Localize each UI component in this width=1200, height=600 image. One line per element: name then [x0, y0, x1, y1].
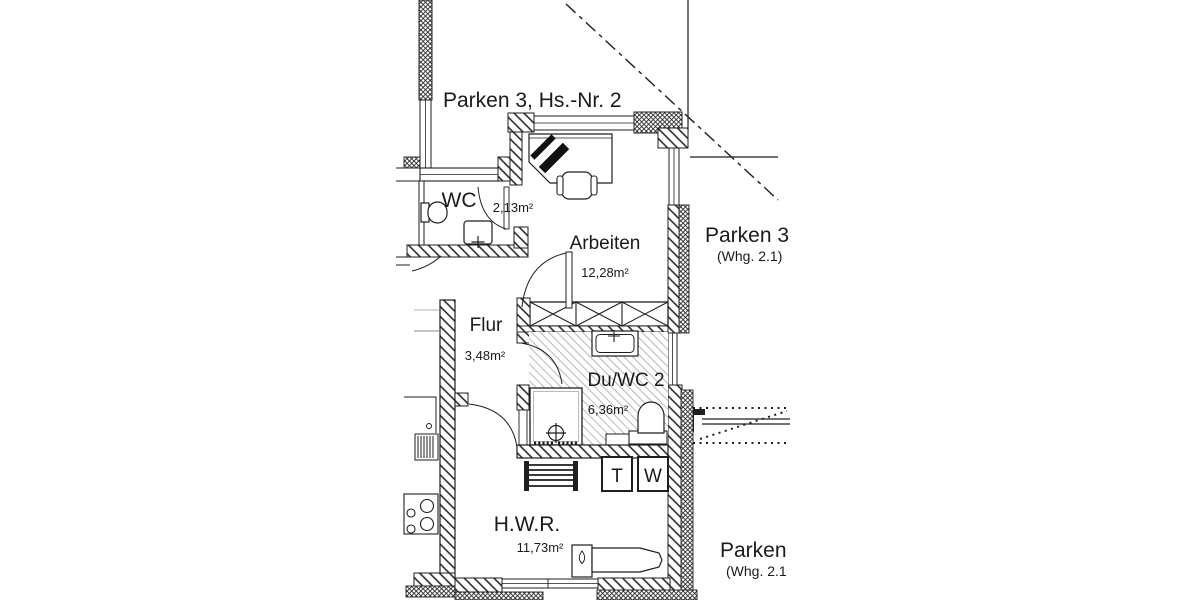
closet-x-pattern: [529, 301, 669, 327]
door-leaf: [503, 186, 510, 230]
closet-dividers: [575, 302, 623, 326]
utility-sink-icon: [571, 544, 593, 578]
counter-edge: [404, 396, 437, 433]
carport-dotted-diagonal: [699, 410, 788, 440]
keyboard-icon: [538, 142, 570, 174]
room-hwr: [405, 392, 698, 600]
wall-segment: [507, 112, 535, 133]
door-swing-arc: [477, 186, 507, 230]
sink-faucet-cross: [471, 236, 485, 248]
room-label-flur: Flur: [470, 315, 503, 336]
chair-armrest: [590, 175, 598, 196]
wall-segment: [667, 384, 683, 600]
toilet-icon: [427, 201, 448, 224]
toilet-icon: [637, 401, 665, 434]
shower-drain-cross: [546, 423, 566, 443]
wall-segment: [516, 297, 531, 344]
arbeiten-furniture: [528, 133, 613, 200]
wall-segment: [413, 572, 456, 587]
sink-faucet-cross: [608, 330, 620, 342]
wall-segment: [405, 585, 456, 598]
wall-segment: [657, 127, 689, 149]
room-area-duwc2: 6,36m²: [588, 402, 629, 417]
exterior-wall-top-left: [396, 0, 520, 182]
wall-segment: [667, 204, 681, 334]
door-jamb: [454, 392, 469, 407]
room-label-wc: WC: [442, 189, 477, 212]
wall-segment: [418, 0, 433, 101]
utility-sink-drop: [578, 550, 586, 565]
ironing-board-icon: [591, 547, 663, 573]
room-label-hwr: H.W.R.: [494, 513, 561, 536]
wall-segment: [678, 204, 690, 334]
parking-sublabel-bottom-right: (Whg. 2.1: [726, 563, 787, 579]
top-label: Parken 3, Hs.-Nr. 2: [443, 89, 622, 112]
room-area-wc: 2,13m²: [493, 200, 534, 215]
room-area-hwr: 11,73m²: [517, 540, 564, 555]
cooktop-burner: [419, 498, 435, 514]
washer-box: [637, 456, 669, 492]
cooktop-burner: [419, 516, 435, 532]
wall-segment: [406, 244, 529, 258]
wall-segment: [516, 444, 669, 459]
wall-segment: [439, 299, 456, 588]
door-leaf: [565, 251, 573, 309]
cooktop-icon: [403, 493, 439, 535]
door-swing-arc: [520, 342, 563, 385]
room-area-arbeiten: 12,28m²: [581, 265, 629, 280]
sink-basin: [595, 334, 635, 353]
wall-segment: [513, 226, 529, 249]
labels: Parken 3, Hs.-Nr. 2 Parken 3 (Whg. 2.1) …: [442, 89, 790, 579]
parking-label-right: Parken 3: [705, 224, 789, 247]
room-wc: [396, 180, 529, 266]
builtin-closet: [516, 297, 669, 344]
wall-segment: [680, 389, 694, 600]
dryer-box: [601, 456, 633, 492]
washer-label: W: [644, 466, 662, 487]
room-label-arbeiten: Arbeiten: [570, 233, 641, 254]
parking-sublabel-right: (Whg. 2.1): [717, 248, 782, 264]
door-swing-arc: [468, 403, 518, 448]
wall-segment: [454, 577, 503, 593]
wall-segment: [454, 591, 544, 600]
door-swing-arc: [411, 255, 442, 272]
wall-segment: [509, 131, 523, 186]
doors: [411, 251, 573, 332]
keyboard-icon: [530, 134, 556, 160]
door-swing-arc: [521, 252, 567, 308]
radiator-icon: [573, 461, 578, 491]
sink-icon: [591, 330, 639, 357]
wall-segment: [518, 409, 528, 446]
wall-segment: [403, 156, 421, 169]
exterior-wall-arbeiten: [507, 111, 694, 600]
room-area-flur: 3,48m²: [465, 348, 506, 363]
carport-edge-double-line: [702, 418, 790, 425]
adjacent-unit-fixtures: [403, 396, 439, 535]
wall-segment: [596, 589, 698, 600]
boundary-dashed-line: [565, 3, 779, 201]
parking-label-bottom-right: Parken: [720, 539, 787, 562]
dryer-label: T: [611, 466, 623, 487]
cooktop-burner: [406, 508, 416, 518]
room-duwc2: [516, 330, 669, 459]
radiator-fins: [417, 436, 434, 458]
radiator-icon: [524, 461, 529, 491]
chair-armrest: [556, 175, 564, 196]
cooktop-burner: [406, 524, 416, 534]
wall-segment: [516, 384, 530, 411]
chair-icon: [561, 171, 593, 200]
counter-knob: [426, 423, 432, 429]
room-label-duwc2: Du/WC 2: [587, 370, 664, 391]
radiator-fins: [529, 464, 573, 487]
